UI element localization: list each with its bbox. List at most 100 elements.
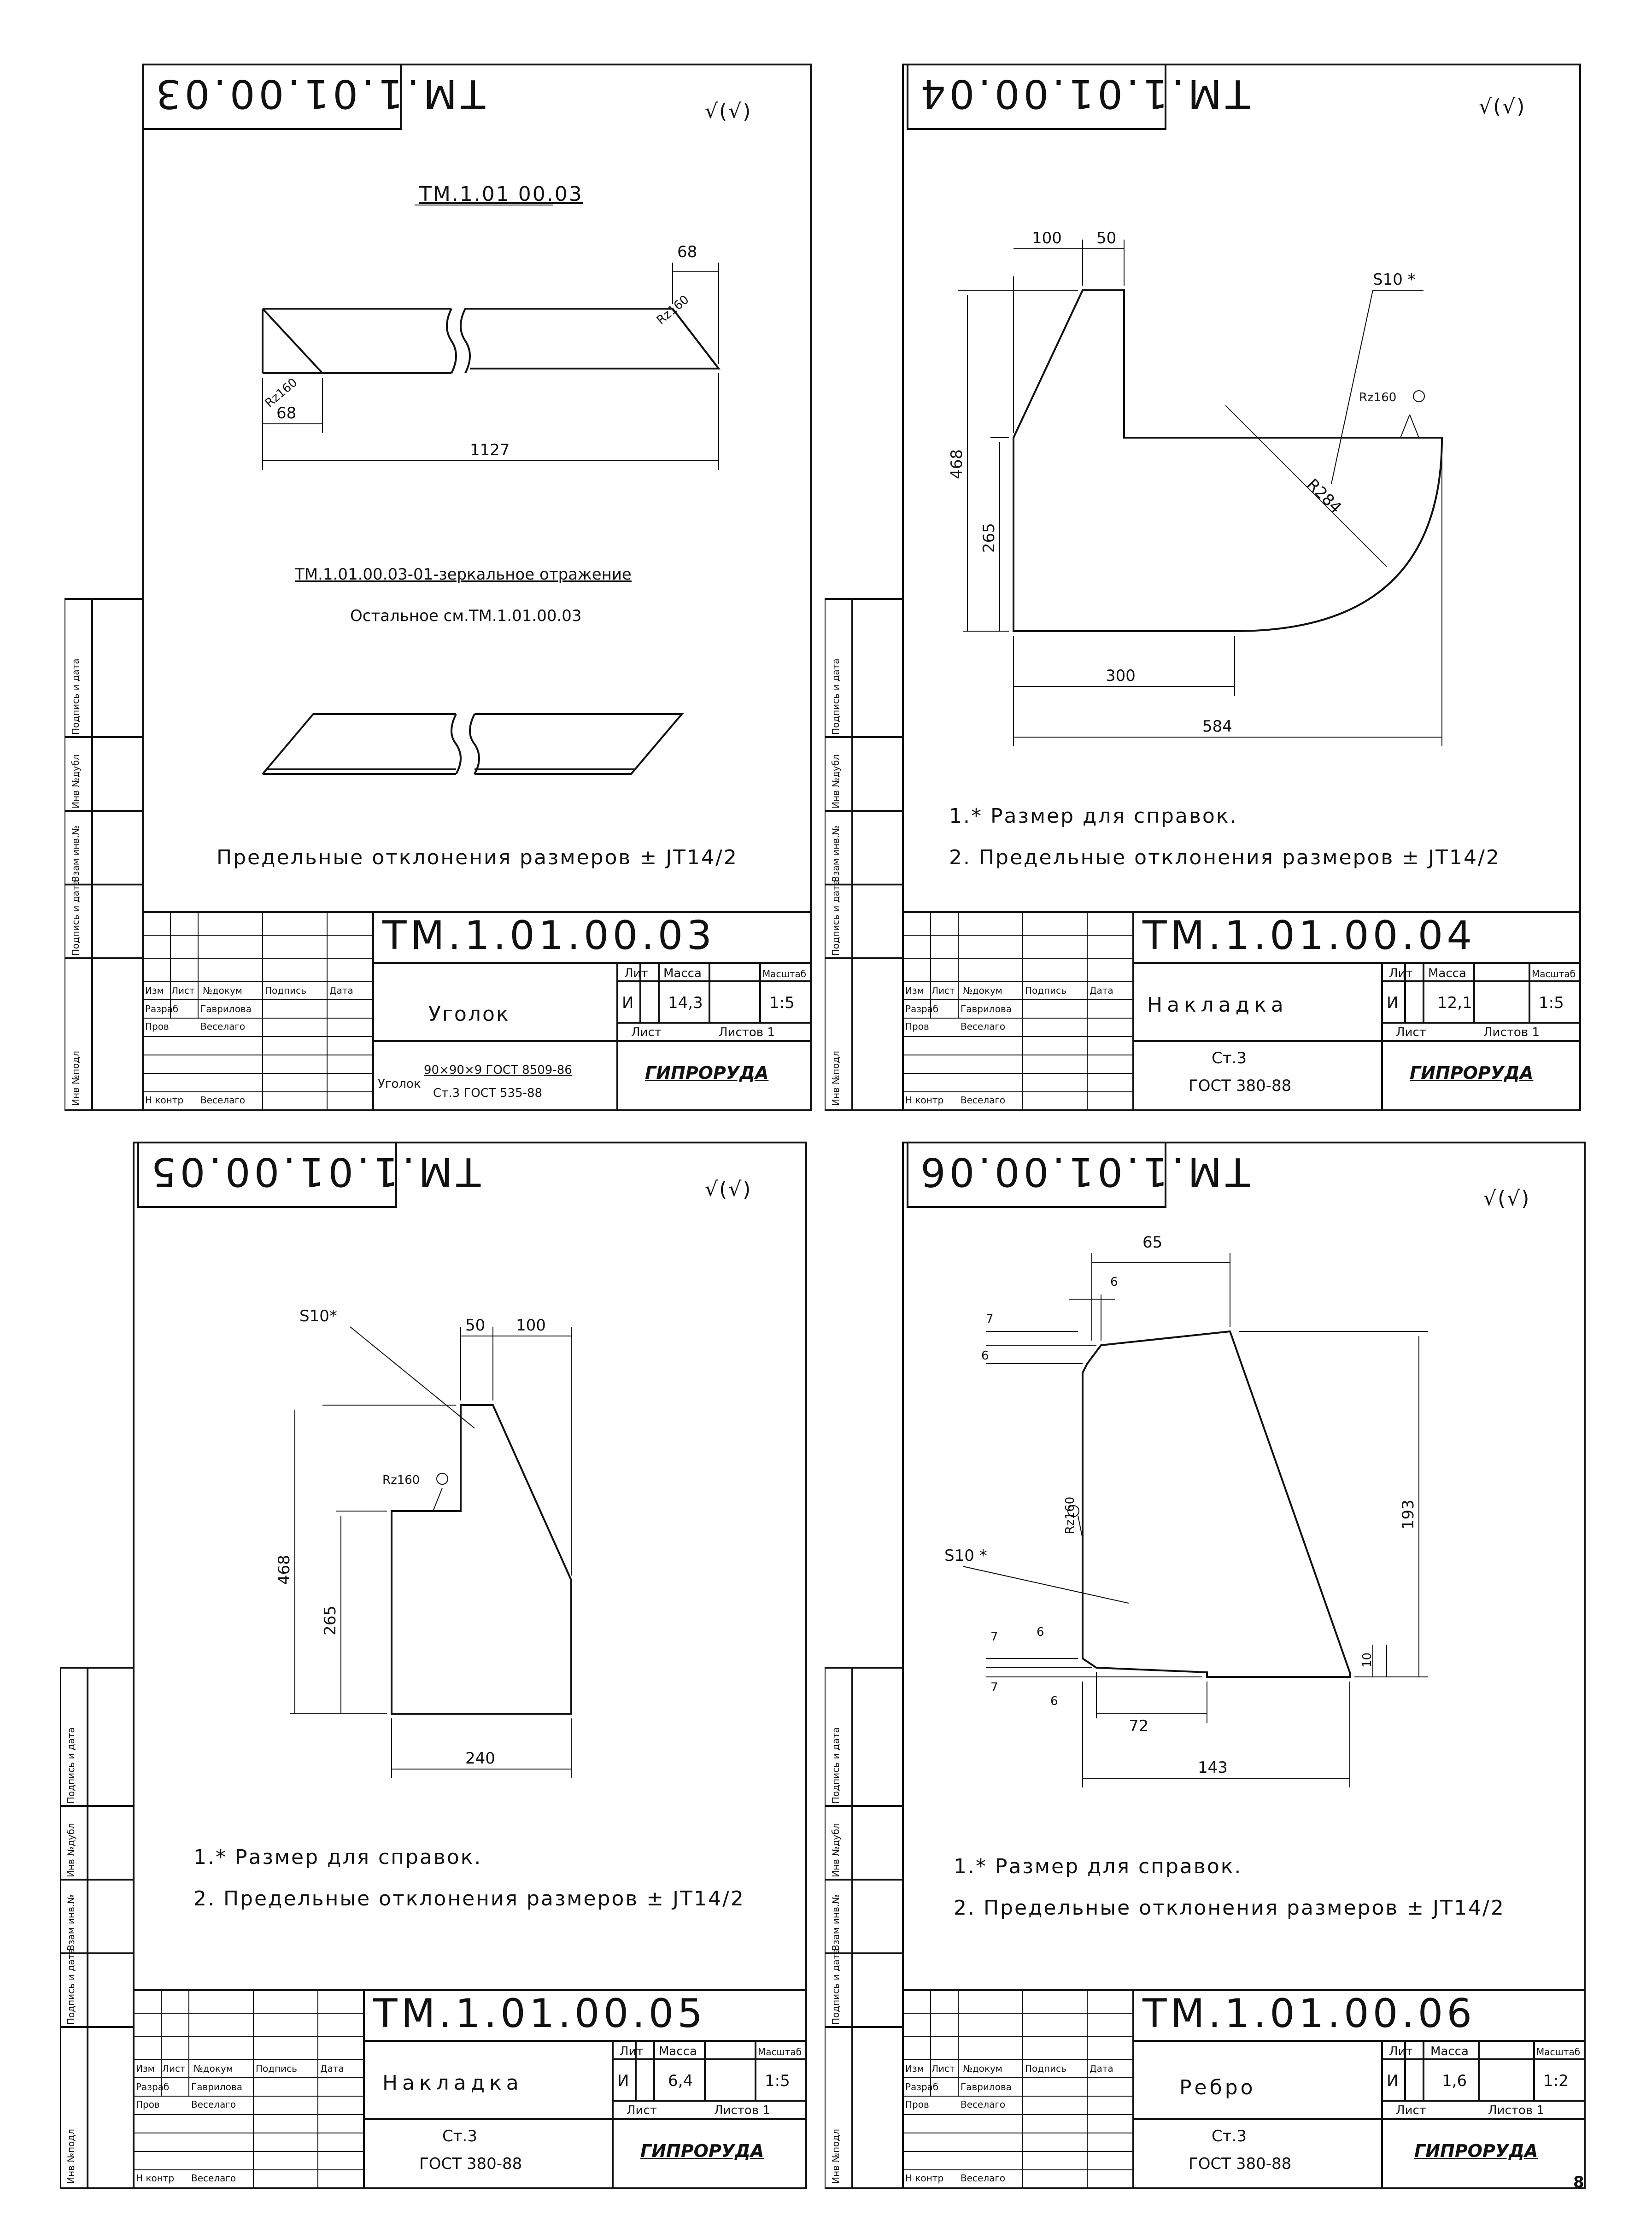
label-list-col: Лист <box>931 2063 955 2074</box>
dim-6-top: 6 <box>1110 1275 1118 1289</box>
material-prefix: Уголок <box>378 1077 421 1091</box>
value-lit: И <box>1387 2072 1399 2090</box>
part-name: Накладка <box>1147 993 1288 1017</box>
row-nkontr-name: Веселаго <box>961 2173 1006 2184</box>
side-label-3: Инв №дубл <box>830 1823 841 1877</box>
label-ndokum: №докум <box>963 985 1002 996</box>
row-nkontr: Н контр <box>145 1095 184 1106</box>
label-list-col: Лист <box>162 2063 186 2074</box>
side-label-4: Подпись и дата <box>70 658 81 735</box>
roughness-mark: √(√) <box>705 1178 752 1201</box>
value-scale: 1:5 <box>769 994 795 1012</box>
dim-s10: S10 * <box>1373 270 1416 289</box>
label-data: Дата <box>1090 2063 1113 2074</box>
row-nkontr: Н контр <box>136 2173 175 2184</box>
brand-logo: ГИПРОРУДА <box>640 2141 764 2161</box>
row-prov-name: Веселаго <box>191 2099 236 2110</box>
side-label-4: Подпись и дата <box>830 658 841 735</box>
dim-rz160: Rz160 <box>382 1473 420 1487</box>
label-masshtab: Масштаб <box>762 968 807 979</box>
side-label-3: Инв №дубл <box>65 1823 76 1877</box>
note-2: 2. Предельные отклонения размеров ± JT14… <box>193 1887 745 1910</box>
title-code: ТМ.1.01.00.03 <box>382 913 716 959</box>
note-1: 1.* Размер для справок. <box>954 1855 1242 1878</box>
note-2: 2. Предельные отклонения размеров ± JT14… <box>949 846 1500 869</box>
label-massa: Масса <box>663 967 702 980</box>
side-label-1: Подпись и дата <box>830 1948 841 2025</box>
label-masshtab: Масштаб <box>1536 2046 1581 2057</box>
dim-265: 265 <box>980 523 998 553</box>
mirrored-code: ТМ.1.01.00.04 <box>917 70 1250 117</box>
dim-68-bottom: 68 <box>276 404 297 422</box>
sheet-2: ТМ.1.01.00.04 √(√) 100 50 S10 * Rz160 R2… <box>825 46 1589 1115</box>
dim-s10: S10 * <box>944 1547 987 1565</box>
value-mass: 1,6 <box>1442 2072 1467 2090</box>
row-nkontr: Н контр <box>905 2173 944 2184</box>
material-line1: 90×90×9 ГОСТ 8509-86 <box>424 1063 572 1077</box>
value-scale: 1:5 <box>765 2072 790 2090</box>
row-prov: Пров <box>905 2099 929 2110</box>
label-list: Лист <box>631 1025 662 1039</box>
side-label-0: Инв №подл <box>830 1051 841 1106</box>
dim-468: 468 <box>948 449 966 479</box>
row-prov-name: Веселаго <box>961 1021 1006 1032</box>
tolerance-note: Предельные отклонения размеров ± JT14/2 <box>217 846 738 869</box>
dim-100: 100 <box>516 1316 546 1335</box>
label-podpis: Подпись <box>1025 985 1066 996</box>
sheet-4-frame <box>825 1142 1586 2189</box>
row-razrab: Разраб <box>136 2081 170 2092</box>
row-prov: Пров <box>145 1021 169 1032</box>
label-ndokum: №докум <box>963 2063 1002 2074</box>
label-lit: Лит <box>1389 2045 1413 2058</box>
side-label-1: Подпись и дата <box>65 1948 76 2025</box>
row-razrab-name: Гаврилова <box>961 1003 1012 1014</box>
label-data: Дата <box>329 985 353 996</box>
side-label-3: Инв №дубл <box>830 754 841 809</box>
material-line2: ГОСТ 380-88 <box>1189 1077 1292 1095</box>
label-list: Лист <box>627 2104 657 2117</box>
dim-584: 584 <box>1202 717 1232 736</box>
dim-50: 50 <box>1096 229 1117 247</box>
dim-rz160: Rz160 <box>1359 391 1397 404</box>
roughness-mark: √(√) <box>705 100 752 123</box>
row-prov: Пров <box>905 1021 929 1032</box>
dim-7-bottom: 7 <box>990 1681 998 1694</box>
side-label-2: Взам инв.№ <box>830 825 841 882</box>
sheet-2-frame <box>825 64 1581 1111</box>
part-name: Накладка <box>382 2071 523 2095</box>
side-label-3: Инв №дубл <box>70 754 81 809</box>
label-izm: Изм <box>905 2063 924 2074</box>
sheet-4: ТМ.1.01.00.06 √(√) 65 6 7 6 Rz160 S10 * … <box>825 1124 1589 2197</box>
dim-65: 65 <box>1142 1233 1163 1252</box>
label-ndokum: №докум <box>193 2063 233 2074</box>
value-lit: И <box>622 994 634 1012</box>
note-rest: Остальное см.ТМ.1.01.00.03 <box>350 607 582 625</box>
part-name: Ребро <box>1179 2076 1256 2099</box>
value-scale: 1:2 <box>1543 2072 1569 2090</box>
label-list-col: Лист <box>931 985 955 996</box>
sheet-1: ТМ.1.01.00.03 √(√) ТМ.1.01 00.03 68 Rz16… <box>64 46 820 1115</box>
dim-6-left: 6 <box>981 1349 989 1363</box>
label-izm: Изм <box>145 985 164 996</box>
drawing-title: ТМ.1.01 00.03 <box>419 182 583 206</box>
label-massa: Масса <box>1430 2045 1469 2058</box>
label-listov: Листов 1 <box>719 1025 775 1039</box>
side-label-4: Подпись и дата <box>65 1727 76 1804</box>
part-name: Уголок <box>428 1002 510 1026</box>
dim-468: 468 <box>275 1555 293 1585</box>
dim-7-mid: 7 <box>990 1630 998 1644</box>
side-label-2: Взам инв.№ <box>70 825 81 882</box>
dim-300: 300 <box>1106 667 1136 685</box>
brand-logo: ГИПРОРУДА <box>1410 1063 1534 1083</box>
material-line2: ГОСТ 380-88 <box>1189 2155 1292 2173</box>
label-list: Лист <box>1396 2104 1426 2117</box>
label-izm: Изм <box>136 2063 155 2074</box>
dim-143: 143 <box>1198 1758 1228 1777</box>
side-label-1: Подпись и дата <box>830 879 841 956</box>
dim-10: 10 <box>1360 1652 1374 1668</box>
label-massa: Масса <box>659 2045 697 2058</box>
row-nkontr-name: Веселаго <box>200 1095 246 1106</box>
side-label-0: Инв №подл <box>830 2129 841 2184</box>
sheet-3-frame <box>60 1142 807 2189</box>
sheet-3: ТМ.1.01.00.05 √(√) S10* 50 100 Rz160 468… <box>60 1124 815 2197</box>
